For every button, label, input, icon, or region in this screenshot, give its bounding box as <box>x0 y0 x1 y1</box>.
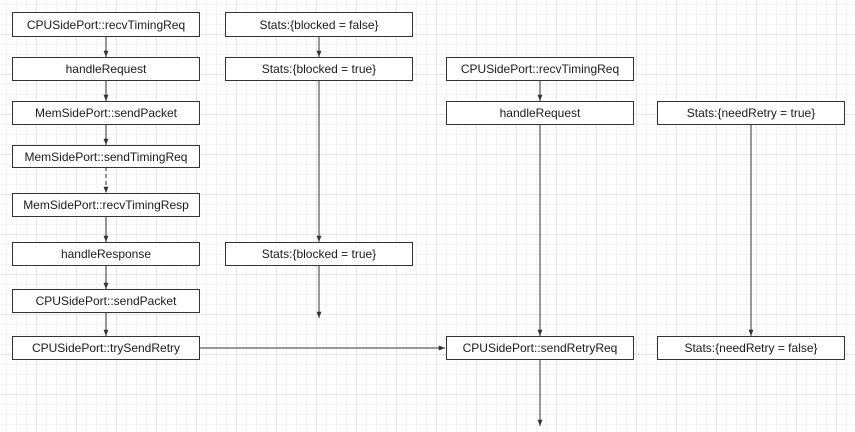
node-label: MemSidePort::recvTimingResp <box>23 198 189 212</box>
node-label: Stats:{blocked = true} <box>261 247 377 261</box>
node-label: Stats:{needRetry = true} <box>686 106 816 120</box>
node-label: handleResponse <box>60 247 152 261</box>
node-cpu-recv-timing-req-2[interactable]: CPUSidePort::recvTimingReq <box>446 57 634 81</box>
node-stats-need-retry-true[interactable]: Stats:{needRetry = true} <box>657 101 845 125</box>
node-mem-recv-timing-resp[interactable]: MemSidePort::recvTimingResp <box>12 193 200 217</box>
node-label: CPUSidePort::sendPacket <box>35 294 177 308</box>
node-label: MemSidePort::sendPacket <box>34 106 178 120</box>
node-stats-need-retry-false[interactable]: Stats:{needRetry = false} <box>657 336 845 360</box>
node-cpu-try-send-retry[interactable]: CPUSidePort::trySendRetry <box>12 336 200 360</box>
node-cpu-send-packet[interactable]: CPUSidePort::sendPacket <box>12 289 200 313</box>
node-handle-request-1[interactable]: handleRequest <box>12 57 200 81</box>
node-label: handleRequest <box>499 106 581 120</box>
node-handle-request-2[interactable]: handleRequest <box>446 101 634 125</box>
node-cpu-recv-timing-req-1[interactable]: CPUSidePort::recvTimingReq <box>12 12 200 37</box>
node-label: CPUSidePort::sendRetryReq <box>462 341 618 355</box>
node-label: handleRequest <box>65 62 147 76</box>
node-label: Stats:{needRetry = false} <box>684 341 818 355</box>
node-mem-send-packet[interactable]: MemSidePort::sendPacket <box>12 101 200 125</box>
node-stats-blocked-true-1[interactable]: Stats:{blocked = true} <box>225 57 413 81</box>
node-label: Stats:{blocked = false} <box>259 17 379 32</box>
node-label: CPUSidePort::trySendRetry <box>31 341 181 355</box>
node-stats-blocked-false[interactable]: Stats:{blocked = false} <box>225 12 413 37</box>
node-stats-blocked-true-2[interactable]: Stats:{blocked = true} <box>225 242 413 266</box>
node-mem-send-timing-req[interactable]: MemSidePort::sendTimingReq <box>12 145 200 168</box>
node-label: Stats:{blocked = true} <box>261 62 377 76</box>
node-label: MemSidePort::sendTimingReq <box>24 149 188 164</box>
node-label: CPUSidePort::recvTimingReq <box>460 62 620 76</box>
node-cpu-send-retry-req[interactable]: CPUSidePort::sendRetryReq <box>446 336 634 360</box>
node-handle-response[interactable]: handleResponse <box>12 242 200 266</box>
node-label: CPUSidePort::recvTimingReq <box>26 17 186 32</box>
